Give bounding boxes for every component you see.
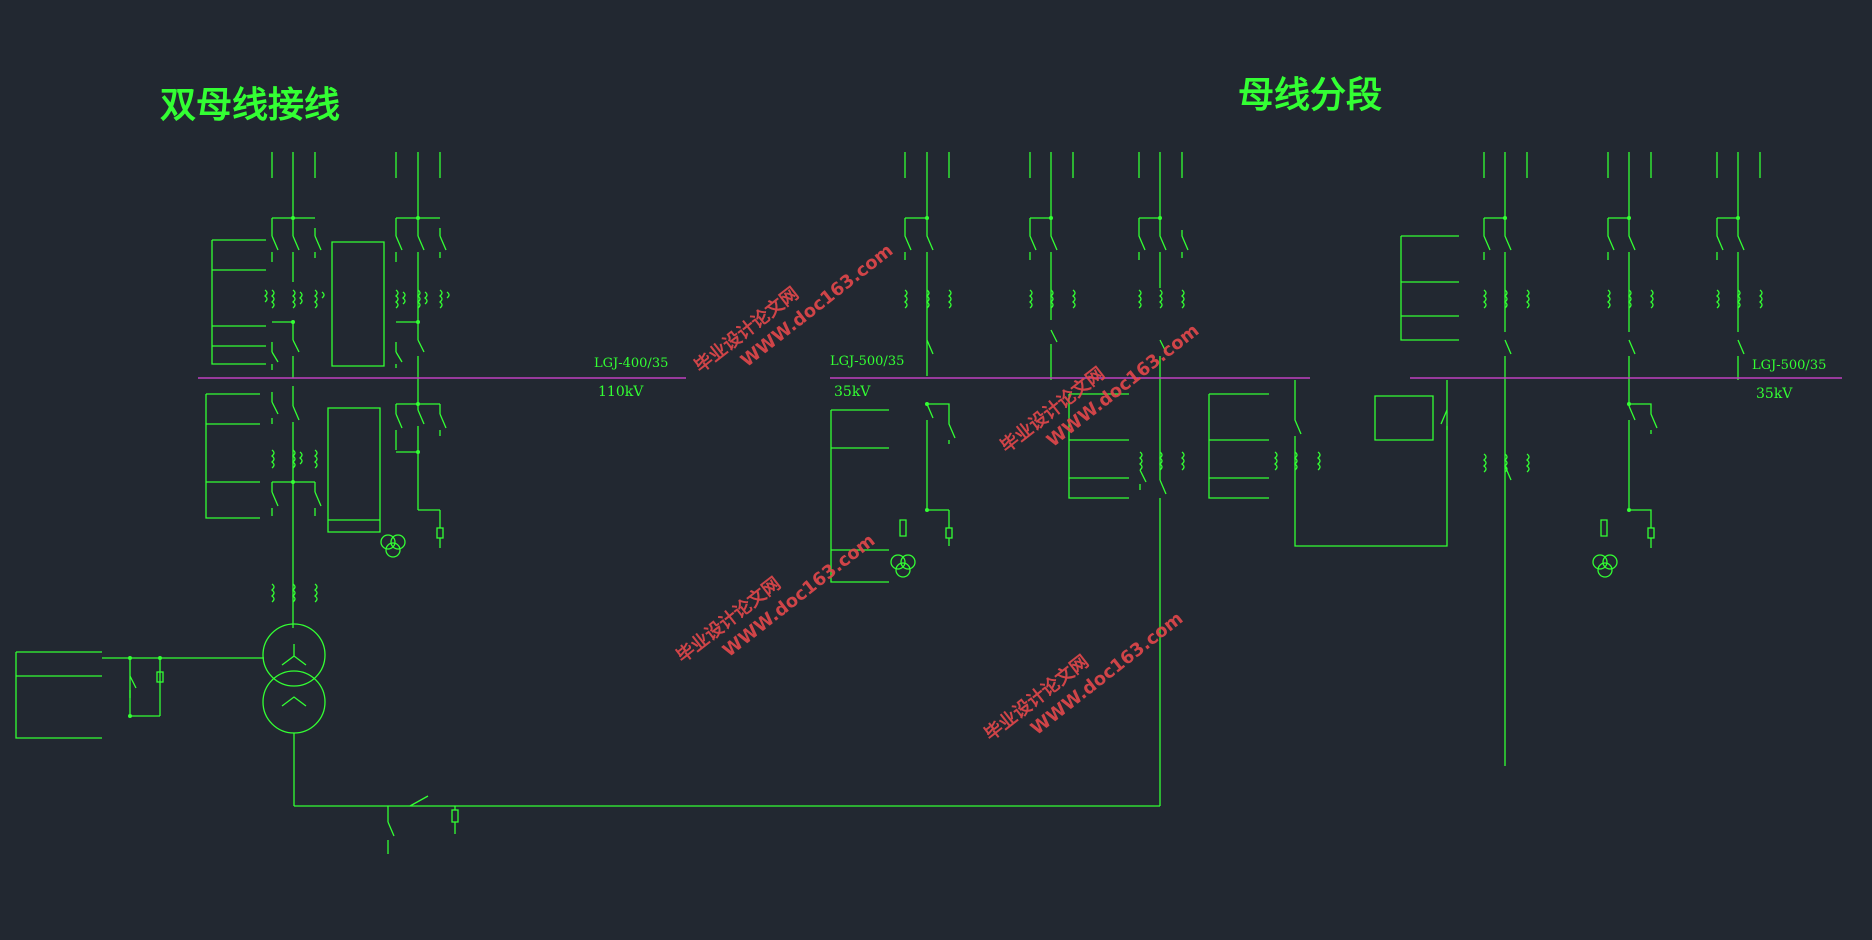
label-lgj-110: LGJ-400/35: [594, 356, 669, 371]
label-110kv: 110kV: [598, 384, 644, 400]
label-lgj-35-left: LGJ-500/35: [830, 354, 905, 369]
label-35kv-left: 35kV: [834, 384, 871, 400]
label-35kv-right: 35kV: [1756, 386, 1793, 402]
title-bus-section: 母线分段: [1238, 74, 1383, 116]
title-double-bus: 双母线接线: [160, 84, 341, 126]
label-lgj-35-right: LGJ-500/35: [1752, 358, 1827, 373]
